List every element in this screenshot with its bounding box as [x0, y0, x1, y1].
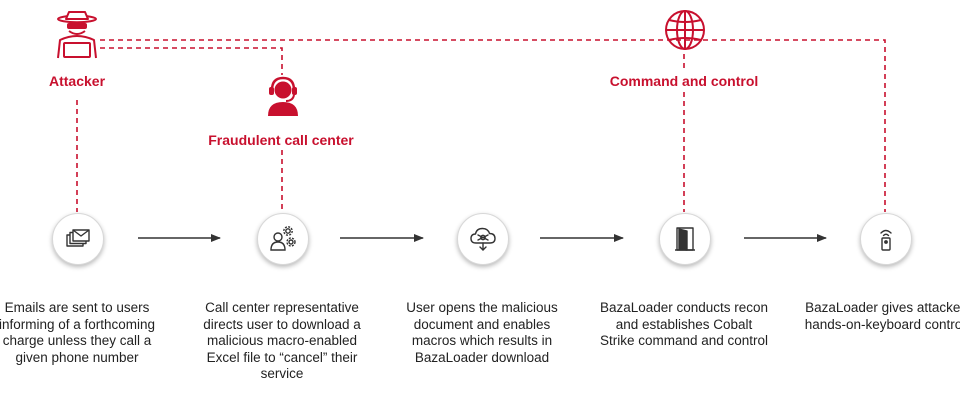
globe-icon — [663, 8, 707, 57]
email-stack-icon — [66, 229, 90, 247]
open-door-icon — [675, 227, 695, 251]
step-2-text: Call center representative directs user … — [203, 300, 361, 381]
step-3-text: User opens the malicious document and en… — [406, 300, 558, 365]
step-2-node — [257, 213, 309, 265]
hacker-icon — [52, 10, 102, 65]
step-5-node — [860, 213, 912, 265]
cloud-download-icon — [470, 227, 496, 251]
attacker-label: Attacker — [46, 73, 108, 89]
remote-device-icon — [880, 229, 892, 251]
call-center-label: Fraudulent call center — [206, 132, 356, 148]
step-1-node — [52, 213, 104, 265]
attacker-top-dashed-link — [100, 39, 886, 212]
command-and-control-label: Command and control — [607, 73, 761, 89]
step-5-text: BazaLoader gives attacker hands-on-keybo… — [804, 300, 960, 332]
step-1-text: Emails are sent to users informing of a … — [0, 300, 156, 365]
step-4-text: BazaLoader conducts recon and establishe… — [599, 300, 769, 348]
headset-operator-icon — [264, 76, 302, 121]
step-4-node — [659, 213, 711, 265]
attacker-to-callcenter-dashed-link — [100, 47, 283, 75]
step-3-node — [457, 213, 509, 265]
user-gears-icon — [270, 226, 296, 251]
